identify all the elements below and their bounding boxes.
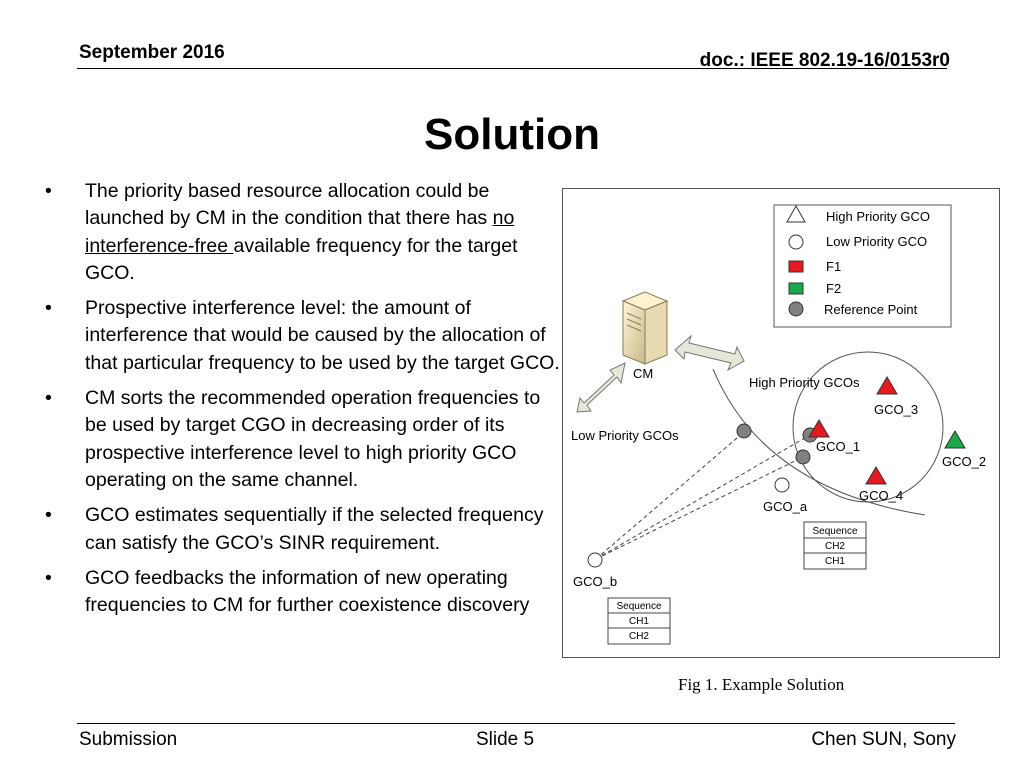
interference-lines [595,431,811,560]
sequence-a-row: CH2 [825,541,845,552]
bullet-dot: • [45,297,52,320]
cm-label: CM [633,366,653,381]
gco-b-marker [587,552,603,568]
footer-submission: Submission [79,729,178,750]
gco-4-marker [865,466,887,485]
footer-divider [77,723,955,724]
circle-icon [788,234,804,250]
slide-title: Solution [424,110,600,159]
sequence-b-row: CH2 [629,631,649,642]
bullet-text: CM sorts the recommended operation frequ… [85,387,541,491]
figure-diagram: High Priority GCO Low Priority GCO F1 F2… [571,204,986,645]
sequence-table-b: Sequence CH1 CH2 [607,597,671,645]
legend-f1: F1 [826,259,841,274]
bullet-list: • The priority based resource allocation… [40,178,560,627]
legend-reference-point: Reference Point [824,302,918,317]
example-solution-figure: High Priority GCO Low Priority GCO F1 F2… [562,188,1000,658]
gco-3-label: GCO_3 [874,402,918,417]
high-priority-gcos-label: High Priority GCOs [749,375,860,390]
gco-2-label: GCO_2 [942,454,986,469]
gco-1-label: GCO_1 [816,439,860,454]
footer-slide-number: Slide 5 [476,729,535,750]
double-arrow-icon [576,362,626,413]
bullet-item: • GCO estimates sequentially if the sele… [40,502,560,557]
gco-3-marker [876,376,898,395]
reference-point [736,423,752,439]
gco-a-marker [774,477,790,493]
bullet-dot: • [45,504,52,527]
legend-high-priority: High Priority GCO [826,209,930,224]
low-priority-gcos-label: Low Priority GCOs [571,428,679,443]
priority-boundary [712,368,926,516]
gco-4-label: GCO_4 [859,488,903,503]
gco-2-marker [944,430,966,449]
header-date: September 2016 [79,42,225,63]
bullet-item: • GCO feedbacks the information of new o… [40,565,560,620]
sequence-b-header: Sequence [616,601,661,612]
server-icon [621,291,669,365]
sequence-table-a: Sequence CH2 CH1 [803,521,867,570]
double-arrow-icon [674,334,745,372]
bullet-text: available frequency for the target GCO. [85,234,518,284]
bullet-item: • CM sorts the recommended operation fre… [40,385,560,494]
bullet-text-underlined: no interference-free [85,207,515,257]
bullet-text: Prospective interference level: the amou… [85,297,560,374]
gco-a-label: GCO_a [763,499,808,514]
bullet-dot: • [45,387,52,410]
bullet-item: • The priority based resource allocation… [40,178,560,287]
figure-caption: Fig 1. Example Solution [678,675,845,694]
sequence-a-header: Sequence [812,526,857,537]
bullet-text: GCO estimates sequentially if the select… [85,504,544,554]
green-square-icon [788,282,804,295]
bullet-text: The priority based resource allocation c… [85,180,493,230]
sequence-a-row: CH1 [825,556,845,567]
footer-author: Chen SUN, Sony [811,729,956,750]
gco-1-marker [808,419,830,438]
header-divider [77,68,947,69]
legend: High Priority GCO Low Priority GCO F1 F2… [773,204,952,328]
header-doc-id: doc.: IEEE 802.19-16/0153r0 [699,50,950,71]
high-priority-area [792,351,944,503]
gco-b-label: GCO_b [573,574,617,589]
reference-point-icon [788,301,804,317]
legend-f2: F2 [826,281,841,296]
sequence-b-row: CH1 [629,616,649,627]
bullet-dot: • [45,566,52,589]
bullet-dot: • [45,180,52,202]
bullet-text: GCO feedbacks the information of new ope… [85,566,530,617]
reference-point [795,449,811,465]
bullet-item: • Prospective interference level: the am… [40,295,560,377]
red-square-icon [788,260,804,273]
triangle-icon [786,204,806,223]
legend-low-priority: Low Priority GCO [826,234,927,249]
